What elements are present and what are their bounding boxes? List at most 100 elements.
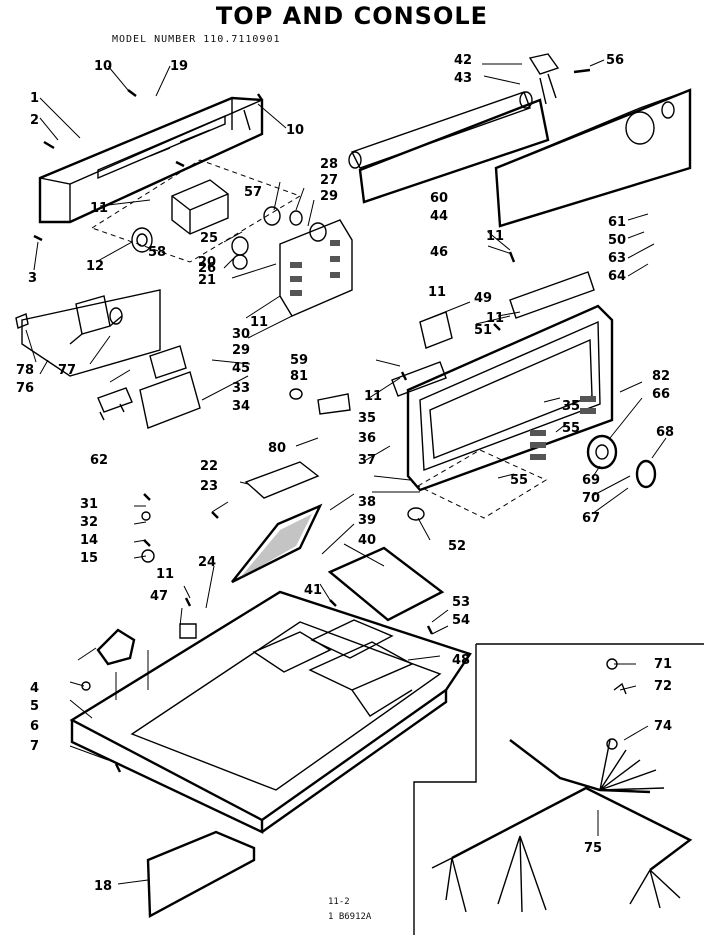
callout-40: 40	[358, 533, 376, 548]
callout-3: 3	[28, 271, 37, 286]
callout-25: 25	[200, 231, 218, 246]
callout-2: 2	[30, 113, 39, 128]
callout-28: 28	[320, 157, 338, 172]
console-front-panel	[348, 53, 692, 228]
callout-11g: 11	[156, 567, 174, 582]
callout-15: 15	[80, 551, 98, 566]
callout-11d: 11	[428, 285, 446, 300]
callout-7: 7	[30, 739, 39, 754]
wiring-harness-inset	[413, 643, 704, 935]
callout-1: 1	[30, 91, 39, 106]
callout-5: 5	[30, 699, 39, 714]
callout-29a: 29	[320, 189, 338, 204]
callout-46: 46	[430, 245, 448, 260]
callout-4: 4	[30, 681, 39, 696]
callout-32: 32	[80, 515, 98, 530]
callout-82: 82	[652, 369, 670, 384]
callout-21: 21	[198, 273, 216, 288]
callout-29b: 29	[232, 343, 250, 358]
callout-33: 33	[232, 381, 250, 396]
callout-20: 20	[198, 255, 216, 270]
callout-78: 78	[16, 363, 34, 378]
callout-24: 24	[198, 555, 216, 570]
callout-44: 44	[430, 209, 448, 224]
callout-51: 51	[474, 323, 492, 338]
callout-labels: 1 2 3 4 5 6 7 10 10 11 11 11 11 11 11 11…	[16, 53, 674, 894]
callout-19: 19	[170, 59, 188, 74]
callout-35b: 35	[562, 399, 580, 414]
control-bracket	[90, 159, 302, 263]
callout-66: 66	[652, 387, 670, 402]
footer-line-1: 11-2	[328, 897, 350, 907]
callout-58: 58	[148, 245, 166, 260]
callout-39: 39	[358, 513, 376, 528]
callout-10a: 10	[94, 59, 112, 74]
callout-18: 18	[94, 879, 112, 894]
callout-64: 64	[608, 269, 626, 284]
top-panel	[69, 590, 472, 834]
callout-31: 31	[80, 497, 98, 512]
callout-75: 75	[584, 841, 602, 856]
callout-77: 77	[58, 363, 76, 378]
callout-42: 42	[454, 53, 472, 68]
timer-knob-assembly	[131, 206, 353, 317]
front-console-assembly	[391, 271, 657, 521]
callout-11f: 11	[486, 229, 504, 244]
callout-10b: 10	[286, 123, 304, 138]
lid-hinge	[96, 628, 149, 700]
callout-72: 72	[654, 679, 672, 694]
callout-60: 60	[430, 191, 448, 206]
footer-line-2: 1 B6912A	[328, 912, 372, 922]
callout-37: 37	[358, 453, 376, 468]
callout-11e: 11	[486, 311, 504, 326]
callout-50: 50	[608, 233, 626, 248]
callout-68: 68	[656, 425, 674, 440]
callout-11b: 11	[250, 315, 268, 330]
callout-41: 41	[304, 583, 322, 598]
callout-57: 57	[244, 185, 262, 200]
callout-52: 52	[448, 539, 466, 554]
switch-bracket	[97, 345, 201, 429]
callout-34: 34	[232, 399, 250, 414]
callout-61: 61	[608, 215, 626, 230]
callout-12: 12	[86, 259, 104, 274]
callout-47: 47	[150, 589, 168, 604]
callout-74: 74	[654, 719, 672, 734]
callout-59: 59	[290, 353, 308, 368]
console-back-panel	[38, 96, 264, 224]
callout-23: 23	[200, 479, 218, 494]
callout-69: 69	[582, 473, 600, 488]
diagram-title: TOP AND CONSOLE	[215, 2, 489, 30]
callout-30: 30	[232, 327, 250, 342]
callout-76: 76	[16, 381, 34, 396]
callout-27: 27	[320, 173, 338, 188]
callout-48: 48	[452, 653, 470, 668]
callout-55a: 55	[510, 473, 528, 488]
callout-63: 63	[608, 251, 626, 266]
relay-box	[15, 289, 161, 377]
callout-26: 26	[198, 261, 216, 276]
callout-11a: 11	[90, 201, 108, 216]
access-bracket	[146, 830, 256, 918]
lint-filter	[231, 461, 445, 622]
callout-67: 67	[582, 511, 600, 526]
callout-80: 80	[268, 441, 286, 456]
callout-11c: 11	[364, 389, 382, 404]
footer-code: 11-2 1 B6912A	[328, 895, 371, 925]
callout-43: 43	[454, 71, 472, 86]
callout-36: 36	[358, 431, 376, 446]
callout-71: 71	[654, 657, 672, 672]
callout-70: 70	[582, 491, 600, 506]
leader-lines	[25, 59, 667, 885]
callout-56: 56	[606, 53, 624, 68]
callout-55b: 55	[562, 421, 580, 436]
callout-22: 22	[200, 459, 218, 474]
callout-45: 45	[232, 361, 250, 376]
callout-38: 38	[358, 495, 376, 510]
callout-53: 53	[452, 595, 470, 610]
fasteners	[33, 68, 591, 773]
callout-81: 81	[290, 369, 308, 384]
callout-6: 6	[30, 719, 39, 734]
callout-62: 62	[90, 453, 108, 468]
